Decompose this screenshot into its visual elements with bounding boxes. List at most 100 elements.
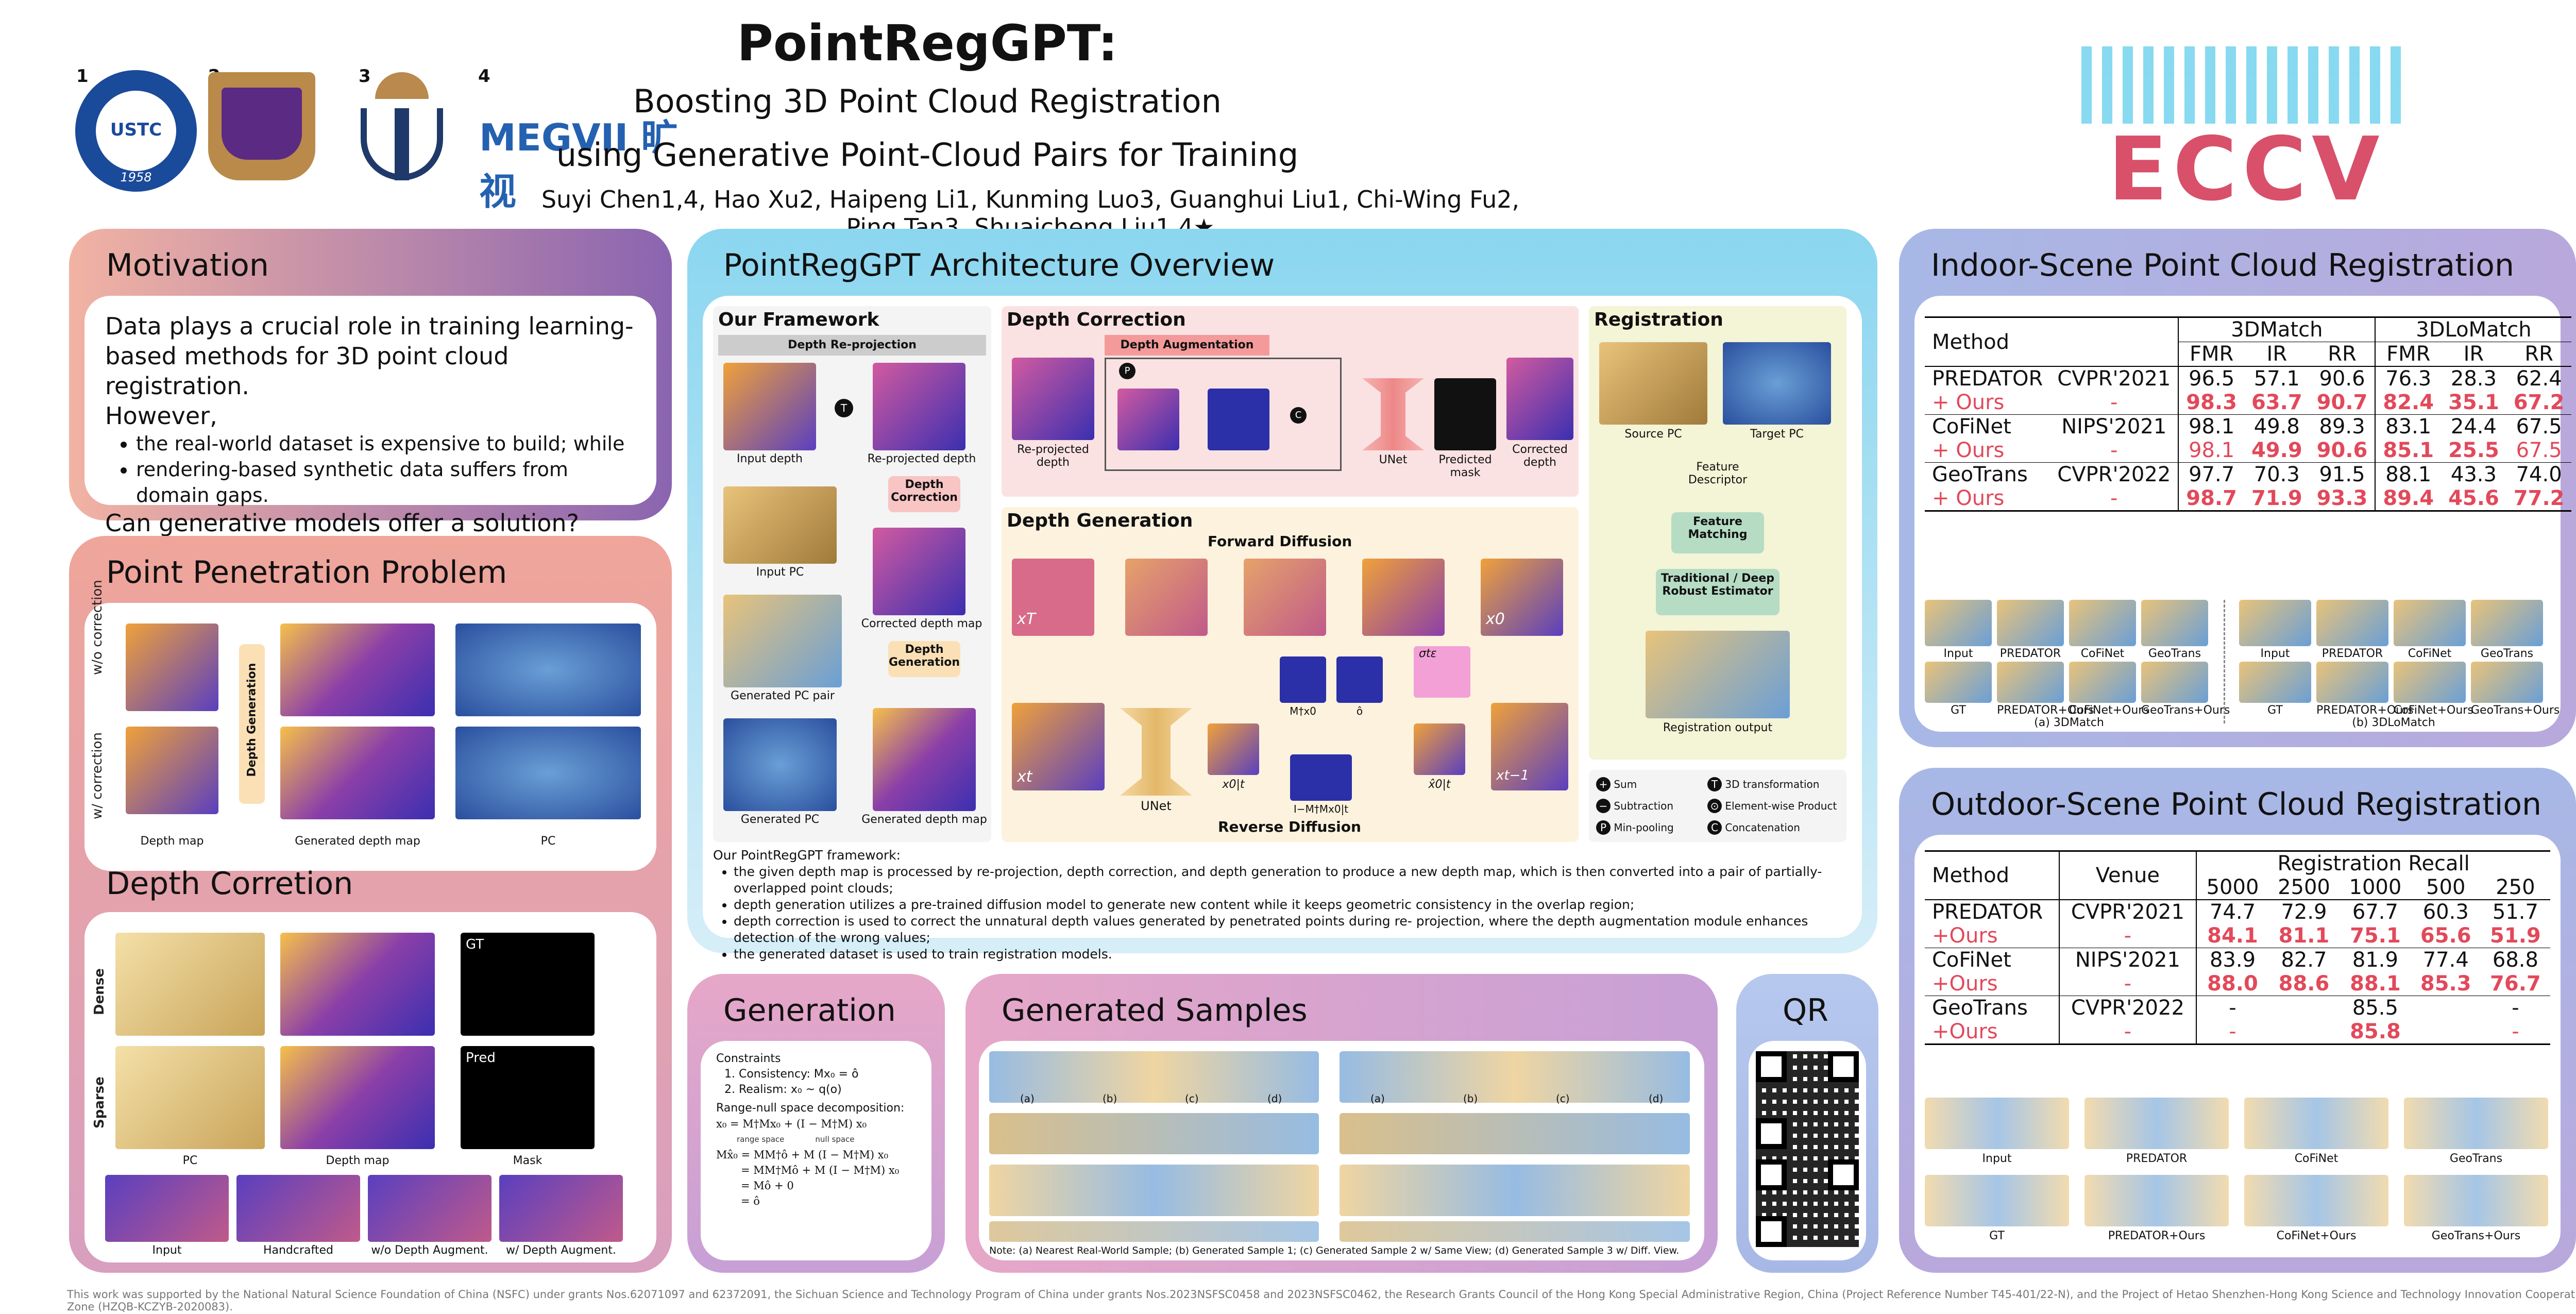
- predicted-mask-image: [1434, 378, 1496, 450]
- equation-2: Mx̂₀ = MM†ô + M (I − M†M) x₀: [716, 1149, 889, 1161]
- indoor-panel: Indoor-Scene Point Cloud Registration Me…: [1899, 229, 2576, 747]
- outdoor-value-cell: 82.7: [2281, 948, 2327, 972]
- sample-label-a: (a): [1020, 1092, 1035, 1105]
- outdoor-value-cell: 88.1: [2350, 972, 2401, 996]
- outdoor-thumb-cofinet-ours: [2244, 1175, 2388, 1226]
- framework-text-title: Our PointRegGPT framework:: [713, 848, 901, 863]
- outdoor-label-input: Input: [1982, 1152, 2012, 1165]
- indoor-value-cell: 67.5: [2516, 415, 2562, 439]
- samples-row-1: [989, 1051, 1319, 1103]
- col-label-pc: PC: [182, 1154, 198, 1167]
- indoor-value-cell: 67.5: [2516, 439, 2562, 462]
- penetration-panel: Point Penetration Problem w/o correction…: [69, 536, 672, 1273]
- outdoor-value-cell: -: [2512, 996, 2519, 1020]
- range-space-label: range space: [737, 1135, 785, 1144]
- outdoor-samples-2500: 2500: [2278, 875, 2330, 899]
- input-depth-image: [723, 363, 816, 450]
- row-label-dense: Dense: [92, 968, 107, 1015]
- thumb-lo-label-gt: GT: [2267, 704, 2283, 717]
- legend-transform: T 3D transformation: [1707, 777, 1819, 791]
- aug-label-w: w/ Depth Augment.: [506, 1244, 616, 1257]
- x0t-hat-image: [1414, 723, 1465, 775]
- sample-labels: (a) (b) (c) (d) (a) (b) (c) (d): [989, 1092, 1690, 1108]
- reprojection-header: Depth Re-projection: [718, 335, 986, 356]
- outdoor-venue-cell: CVPR'2021: [2058, 900, 2197, 924]
- sigma-image: [1414, 646, 1470, 698]
- outdoor-value-cell: -: [2512, 1020, 2519, 1043]
- outdoor-value-cell: 85.8: [2350, 1020, 2401, 1043]
- legend-minpool-text: Min-pooling: [1614, 821, 1674, 834]
- indoor-value-cell: 49.8: [2253, 415, 2300, 439]
- samples-row-3b: [1340, 1165, 1690, 1216]
- m-dagger-image: [1280, 656, 1326, 703]
- indoor-col-method: Method: [1925, 317, 2179, 367]
- indoor-value-cell: 76.3: [2375, 366, 2442, 391]
- indoor-value-cell: 98.3: [2178, 391, 2244, 415]
- thumb-label-predator: PREDATOR: [1999, 647, 2061, 660]
- diffusion-step-3: [1362, 559, 1445, 636]
- thumb-lo-label-geotrans: GeoTrans: [2480, 647, 2534, 660]
- samples-row-2: [989, 1113, 1319, 1154]
- registration-section: Registration Source PC Target PC Feature…: [1589, 306, 1846, 760]
- outdoor-thumb-gt: [1925, 1175, 2069, 1226]
- indoor-value-cell: 89.3: [2319, 415, 2365, 439]
- indoor-value-cell: 90.6: [2319, 367, 2365, 391]
- aug-label-handcrafted: Handcrafted: [263, 1244, 334, 1257]
- penetration-title: Point Penetration Problem: [106, 554, 507, 591]
- equation-3: = MM†Mô + M (I − M†M) x₀: [741, 1164, 900, 1176]
- pooled-depth-image: [1117, 389, 1179, 450]
- xt-label: xt: [1017, 768, 1032, 786]
- corrected-depth-label: Corrected depth: [1512, 443, 1568, 469]
- samples-row-2b: [1340, 1113, 1690, 1154]
- indoor-metric-fmr: FMR: [2178, 342, 2244, 366]
- legend-subtraction: − Subtraction: [1596, 799, 1673, 813]
- x0-label: x0: [1486, 610, 1505, 628]
- registration-output-label: Registration output: [1663, 721, 1773, 734]
- motivation-title: Motivation: [106, 247, 269, 283]
- indoor-3dmatch-thumbs: Input PREDATOR CoFiNet GeoTrans GT PREDA…: [1925, 600, 2230, 729]
- outdoor-venue-cell: -: [2058, 1020, 2197, 1045]
- framework-bullet-3: depth correction is used to correct the …: [734, 913, 1846, 946]
- row-label-sparse: Sparse: [92, 1076, 107, 1128]
- outdoor-venue-cell: CVPR'2022: [2058, 996, 2197, 1020]
- motivation-question: Can generative models offer a solution?: [105, 509, 579, 537]
- outdoor-value-cell: [2411, 996, 2481, 1020]
- target-pc-image: [1723, 342, 1831, 425]
- difference-image: [1208, 389, 1269, 450]
- indoor-value-cell: 96.5: [2178, 366, 2244, 391]
- indoor-value-cell: 49.9: [2251, 439, 2302, 462]
- m-dagger-label: M†x0: [1290, 705, 1316, 717]
- outdoor-method-cell: GeoTrans: [1932, 996, 2028, 1020]
- framework-bullet-4: the generated dataset is used to train r…: [734, 946, 1846, 963]
- thumb-lo-cofinet: [2394, 600, 2466, 646]
- outdoor-value-cell: [2411, 1020, 2481, 1045]
- outdoor-value-cell: 84.1: [2196, 924, 2268, 948]
- thumb-label-input: Input: [1943, 647, 1973, 660]
- indoor-value-cell: 85.1: [2375, 439, 2442, 463]
- qr-finder-1: [1756, 1051, 1787, 1082]
- null-space-label: I−M†Mx0|t: [1293, 803, 1349, 815]
- diffusion-step-2: [1244, 559, 1326, 636]
- thumb-label-geotrans-ours: GeoTrans+Ours: [2141, 704, 2230, 717]
- outdoor-value-cell: 81.1: [2278, 924, 2330, 948]
- indoor-value-cell: 98.1: [2178, 414, 2244, 439]
- sparse-depth: [280, 1046, 435, 1149]
- outdoor-value-cell: 77.4: [2422, 948, 2469, 972]
- samples-panel: Generated Samples (a) (b) (c) (d) (a) (b…: [965, 974, 1718, 1273]
- outdoor-value-cell: 68.8: [2492, 948, 2538, 972]
- outdoor-label-cofinet: CoFiNet: [2294, 1152, 2338, 1165]
- legend-box: + Sum T 3D transformation − Subtraction …: [1589, 770, 1846, 842]
- constraint-consistency: 1. Consistency: Mx₀ = ô: [724, 1068, 859, 1081]
- feature-descriptor-label: Feature Descriptor: [1688, 461, 1748, 486]
- qr-code[interactable]: [1756, 1051, 1859, 1247]
- aug-w: [499, 1175, 623, 1242]
- pred-label: Pred: [466, 1050, 496, 1066]
- sample-label-d: (d): [1267, 1092, 1282, 1105]
- aug-input: [105, 1175, 229, 1242]
- xt-minus-1-label: xt−1: [1496, 768, 1529, 783]
- qr-finder-4: [1756, 1159, 1787, 1190]
- o-hat-image: [1336, 656, 1383, 703]
- outdoor-method-cell: +Ours: [1932, 972, 1998, 996]
- samples-row-1b: [1340, 1051, 1690, 1103]
